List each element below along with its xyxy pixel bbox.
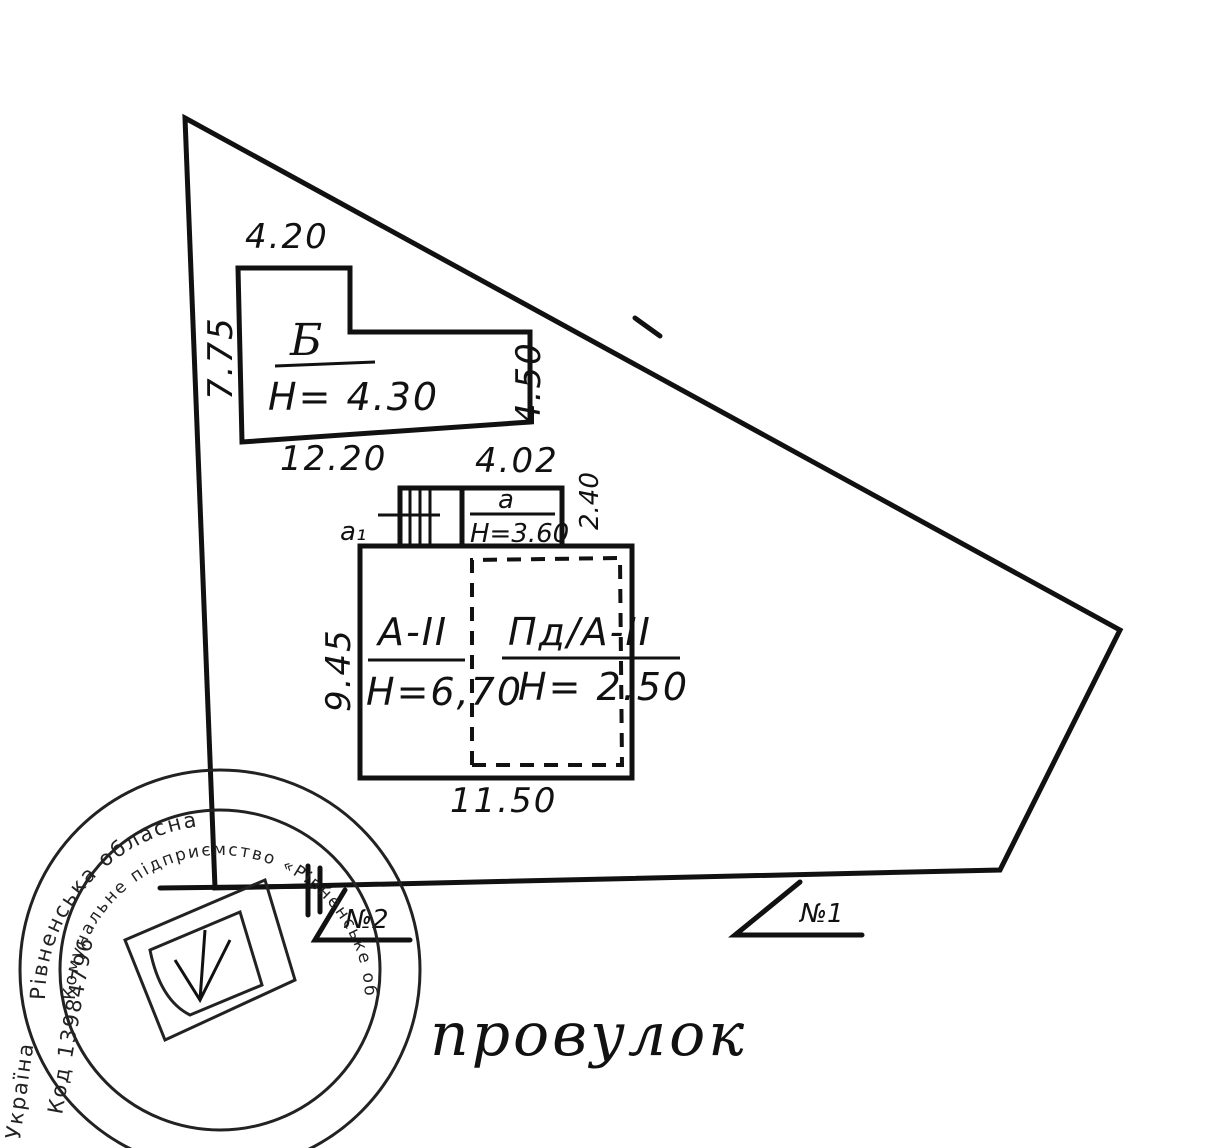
fence-1-label: №1	[798, 899, 844, 929]
building-b-label: Б	[289, 315, 322, 366]
building-b-height: H= 4.30	[268, 375, 439, 419]
stamp-inner-ring	[58, 808, 382, 1132]
annex-a-dim-right: 2.40	[575, 472, 605, 530]
building-a-outline	[357, 543, 635, 781]
building-a-label: А-ІІ	[375, 610, 448, 654]
trident-emblem-icon	[148, 909, 264, 1017]
annex-a-label: а	[498, 485, 514, 515]
building-a-dim-bottom: 11.50	[450, 781, 557, 821]
plot-boundary	[182, 113, 1124, 891]
building-a-height: H=6,70	[366, 670, 523, 714]
stamp-shield-frame	[123, 877, 297, 1043]
basement-height: H= 2.50	[518, 665, 689, 709]
building-b-divider	[274, 360, 376, 368]
building-b-dim-right: 4.50	[509, 341, 549, 425]
building-b-dim-top: 4.20	[245, 217, 329, 257]
stamp-country-text: Україна	[1, 1040, 38, 1141]
boundary-kink	[632, 315, 663, 339]
building-b-dim-left: 7.75	[201, 316, 241, 400]
annex-a1-label: а₁	[340, 517, 366, 547]
stamp-outer-ring	[18, 768, 422, 1148]
stamp-inner-text: Комунальне підприємство «Рівненське обла…	[0, 0, 380, 1000]
basement-label: Пд/А-ІІ	[508, 610, 652, 654]
fence-2-label: №2	[343, 905, 389, 935]
fence-1-marker	[727, 879, 865, 938]
street-label: провулок	[430, 1000, 747, 1070]
building-b-dim-bottom: 12.20	[280, 439, 387, 479]
official-stamp: Рівненська обласна Комунальне підприємст…	[0, 0, 422, 1148]
trident-emblem-strokes	[173, 929, 232, 1004]
annex-a-dim-top: 4.02	[475, 441, 559, 481]
basement-outline	[470, 555, 625, 767]
building-a-dim-left: 9.45	[319, 628, 359, 712]
building-b-outline	[235, 265, 533, 445]
